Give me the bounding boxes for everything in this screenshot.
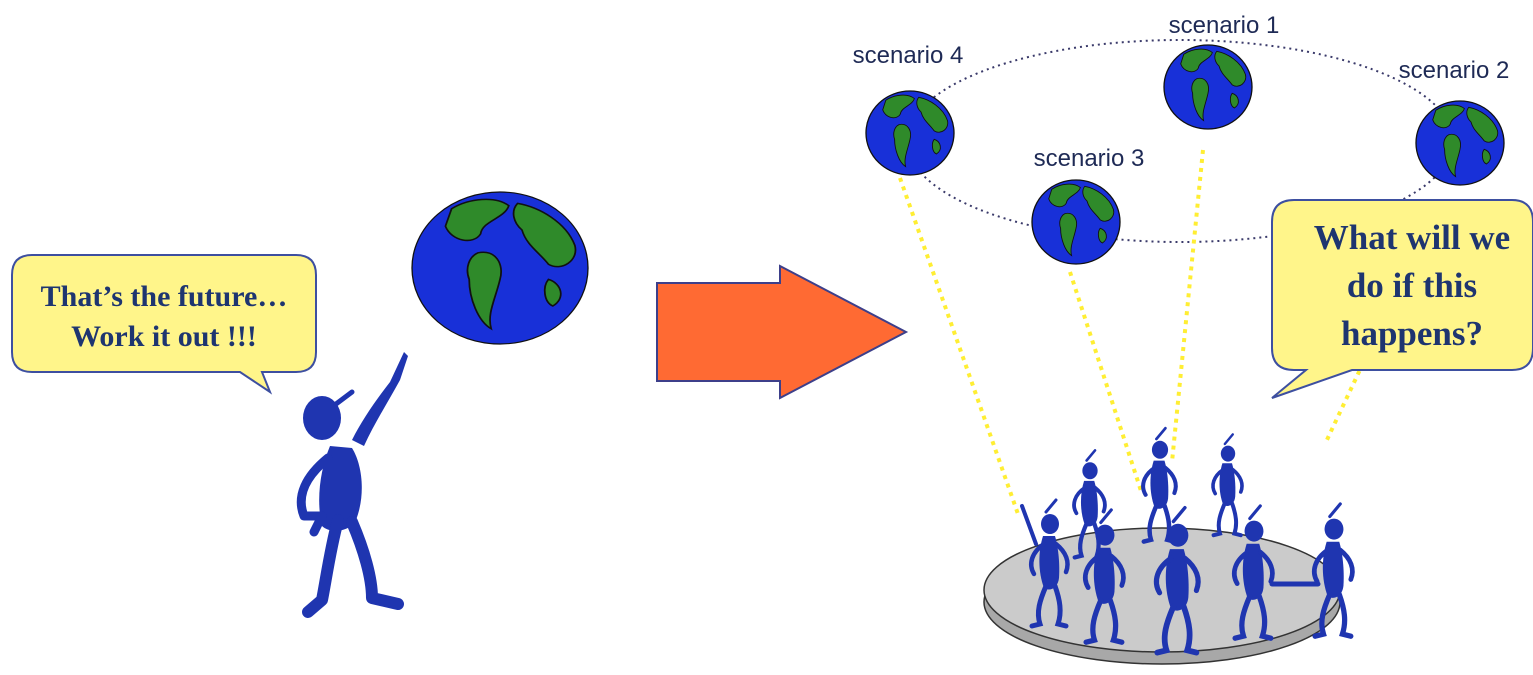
scenario-4-globe (865, 90, 955, 176)
left-scene: That’s the future… Work it out !!! (11, 191, 589, 618)
right-bubble-line2: do if this (1347, 266, 1477, 305)
scenario-1-label: scenario 1 (1169, 12, 1280, 39)
projection-beams (898, 149, 1442, 515)
pointing-person-figure (296, 352, 408, 618)
future-globe (411, 191, 589, 345)
right-speech-bubble: What will we do if this happens? (1271, 199, 1533, 399)
left-bubble-line1: That’s the future… (41, 280, 288, 313)
scenario-2-globe (1415, 100, 1505, 186)
right-scene: scenario 4 scenario 1 scenario 3 scenari… (853, 12, 1533, 665)
scenario-1-globe (1163, 44, 1253, 130)
group-of-people (1020, 428, 1352, 652)
scenario-2-label: scenario 2 (1399, 57, 1510, 84)
scenario-3-globe (1031, 179, 1121, 265)
right-bubble-line1: What will we (1314, 218, 1510, 257)
left-bubble-line2: Work it out !!! (71, 320, 257, 353)
right-bubble-line3: happens? (1341, 314, 1483, 353)
transition-arrow (656, 264, 909, 400)
scenario-3-label: scenario 3 (1034, 145, 1145, 172)
left-speech-bubble: That’s the future… Work it out !!! (11, 254, 317, 395)
scenario-4-label: scenario 4 (853, 42, 964, 69)
